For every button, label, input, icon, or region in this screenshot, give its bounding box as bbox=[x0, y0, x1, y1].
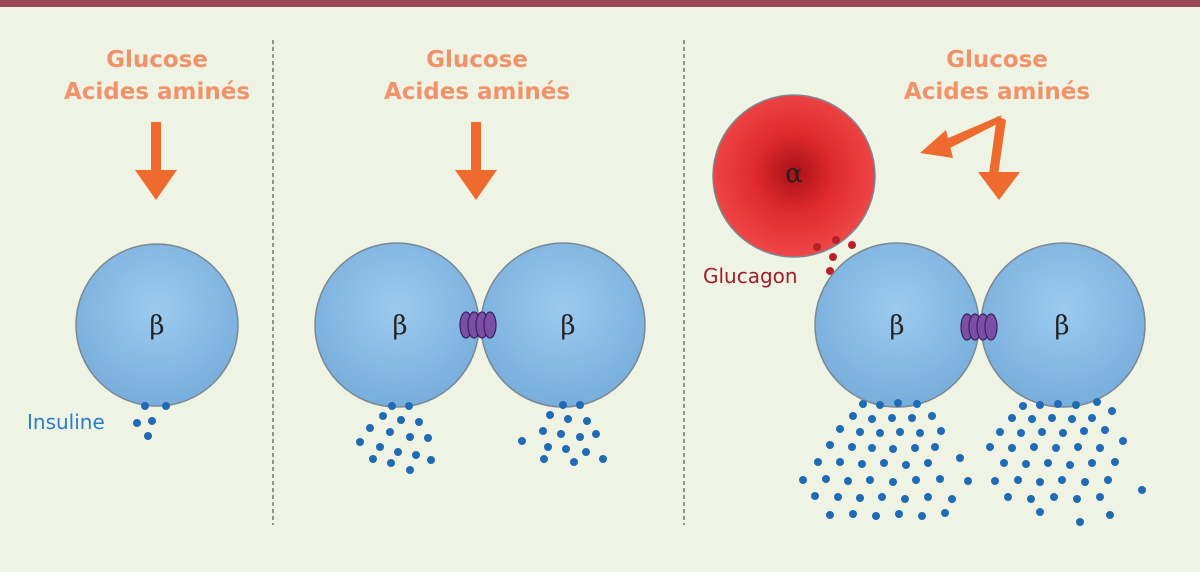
alpha-label: α bbox=[785, 159, 803, 189]
stimulus-amino-acids-2: Acides aminés bbox=[383, 79, 571, 105]
stimulus-amino-acids-1: Acides aminés bbox=[63, 79, 251, 105]
insulin-dots-2a bbox=[356, 402, 435, 474]
gap-junction-icon-2 bbox=[960, 313, 998, 341]
top-border bbox=[0, 0, 1200, 7]
panel-2: β β bbox=[314, 242, 646, 474]
stimulus-label-panel-1: Glucose Acides aminés bbox=[27, 44, 287, 108]
glucagon-label: Glucagon bbox=[703, 264, 798, 288]
beta-label-3a: β bbox=[889, 311, 904, 341]
stimulus-amino-acids-3: Acides aminés bbox=[903, 79, 1091, 105]
alpha-cell bbox=[712, 94, 876, 258]
insulin-dots-3b bbox=[986, 398, 1146, 526]
arrow-down-icon-2 bbox=[455, 122, 497, 200]
beta-label-3b: β bbox=[1054, 311, 1069, 341]
beta-label-2a: β bbox=[392, 311, 407, 341]
stimulus-glucose-3: Glucose bbox=[946, 47, 1048, 73]
beta-label-2b: β bbox=[560, 311, 575, 341]
insulin-label: Insuline bbox=[27, 410, 105, 434]
panel-3: α β β bbox=[712, 94, 1146, 526]
branch-arrow-icon bbox=[920, 115, 1020, 200]
arrow-down-icon-1 bbox=[135, 122, 177, 200]
beta-cell-1 bbox=[75, 243, 239, 407]
beta-label-1: β bbox=[149, 311, 164, 341]
insulin-dots-3a bbox=[799, 399, 972, 520]
glucagon-dots bbox=[813, 236, 856, 275]
stimulus-label-panel-2: Glucose Acides aminés bbox=[347, 44, 607, 108]
insulin-dots-2b bbox=[518, 401, 607, 466]
gap-junction-icon-1 bbox=[459, 311, 497, 339]
stimulus-label-panel-3: Glucose Acides aminés bbox=[867, 44, 1127, 108]
stimulus-glucose-2: Glucose bbox=[426, 47, 528, 73]
panel-1: β bbox=[75, 243, 239, 440]
stimulus-glucose-1: Glucose bbox=[106, 47, 208, 73]
insulin-dots-1 bbox=[133, 402, 170, 440]
